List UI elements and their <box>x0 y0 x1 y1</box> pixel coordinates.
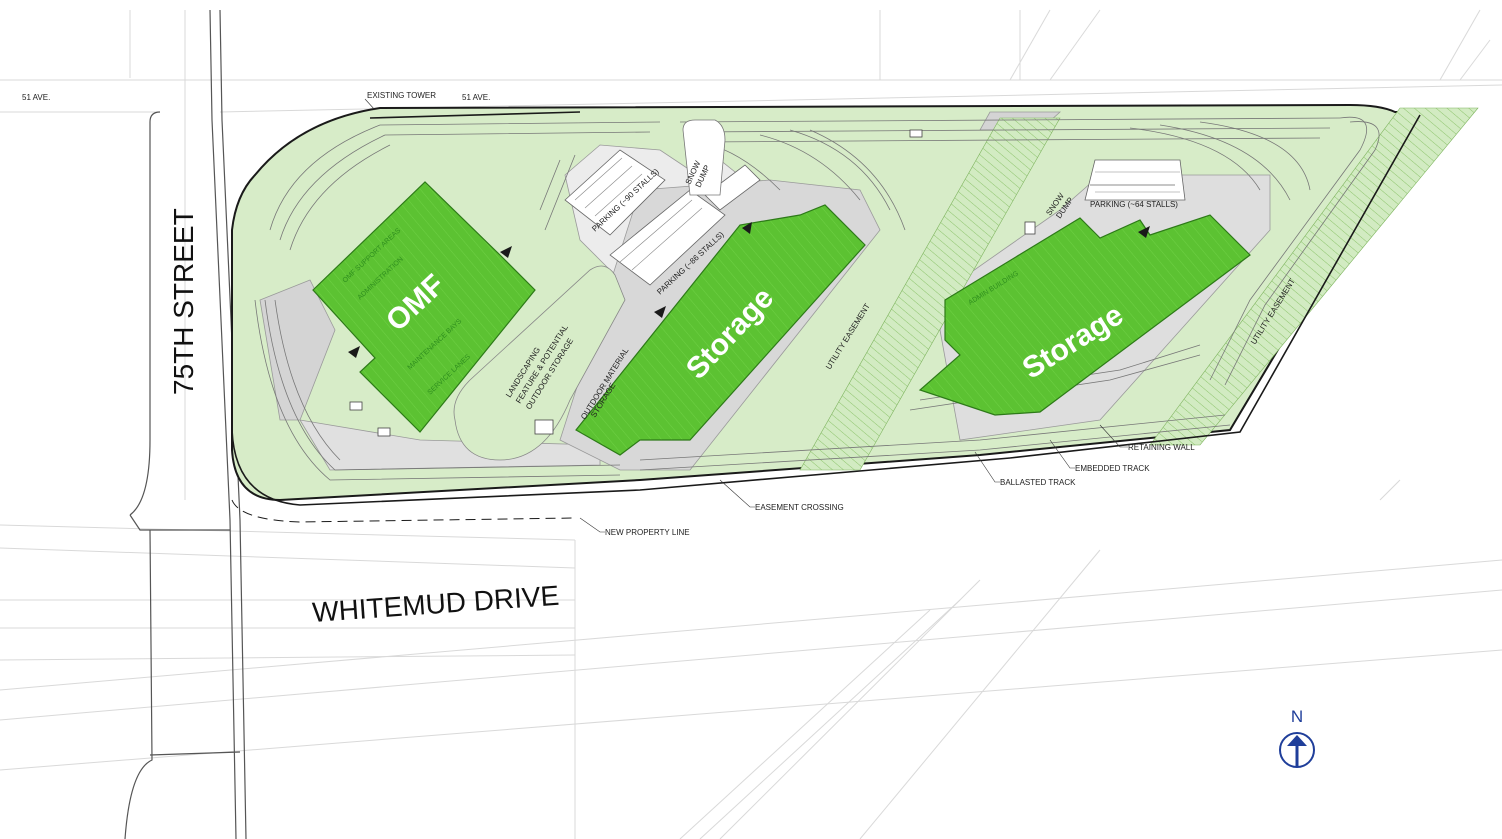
whitemud-drive-label: WHITEMUD DRIVE <box>311 580 560 628</box>
utility-easement-east-area <box>1149 107 1479 446</box>
north-label: N <box>1291 707 1303 726</box>
callout-leaders <box>579 424 1128 533</box>
existing-tower-label: EXISTING TOWER <box>367 91 436 100</box>
embedded-track-label: EMBEDDED TRACK <box>1075 464 1150 473</box>
storage-west-building: Storage <box>575 204 866 456</box>
rail-tracks <box>254 116 1380 481</box>
avenue-51-mid-label: 51 AVE. <box>462 93 490 102</box>
parking-lots <box>564 149 1186 286</box>
retaining-wall-label: RETAINING WALL <box>1128 443 1195 452</box>
avenue-51-left-label: 51 AVE. <box>22 93 50 102</box>
new-property-line-label: NEW PROPERTY LINE <box>605 528 690 537</box>
small-structures <box>349 129 1036 437</box>
parking-stall-lines <box>574 157 1180 271</box>
parking-64-label: PARKING (~64 STALLS) <box>1090 200 1178 209</box>
north-arrow: N <box>1279 707 1315 768</box>
entry-markers <box>348 222 1150 358</box>
landscaping-feature-area <box>453 265 626 461</box>
property-boundary <box>231 111 1421 523</box>
utility-easement-mid-area <box>799 117 1061 471</box>
north-arrow-icon <box>1287 735 1307 746</box>
snow-dump-west-area <box>682 119 726 196</box>
street-75th-label: 75TH STREET <box>168 208 199 395</box>
ballasted-track-label: BALLASTED TRACK <box>1000 478 1076 487</box>
easement-crossing-label: EASEMENT CROSSING <box>755 503 844 512</box>
